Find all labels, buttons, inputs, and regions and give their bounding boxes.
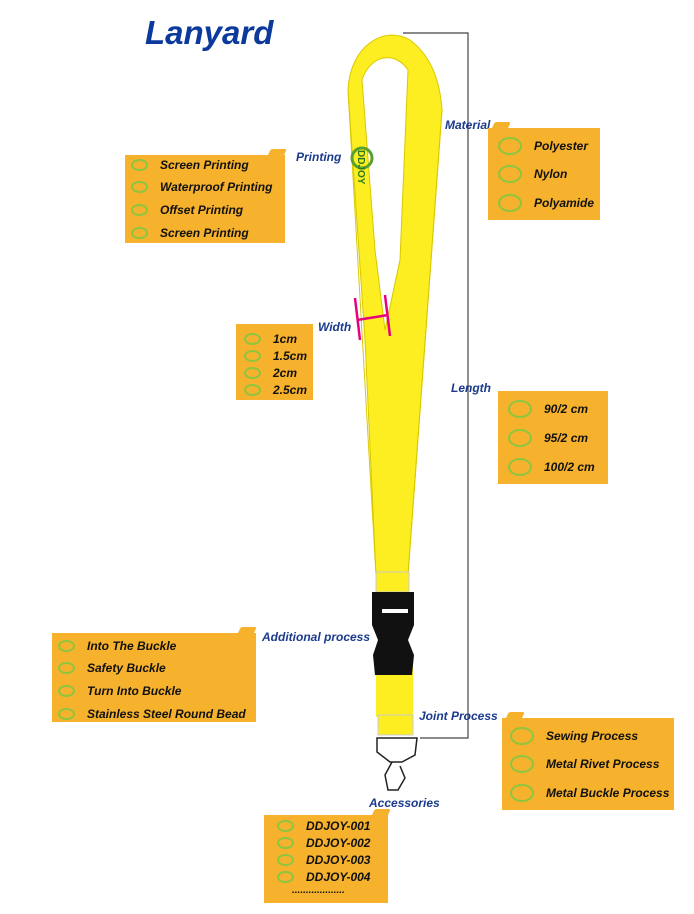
- length-options: 90/2 cm 95/2 cm 100/2 cm: [498, 391, 608, 484]
- radio-icon: [508, 458, 532, 476]
- option[interactable]: Sewing Process: [510, 727, 638, 745]
- option[interactable]: Safety Buckle: [58, 661, 166, 675]
- option[interactable]: Polyester: [498, 137, 588, 155]
- length-label: Length: [451, 381, 491, 395]
- accessories-options: DDJOY-001 DDJOY-002 DDJOY-003 DDJOY-004 …: [264, 809, 391, 903]
- option-label: Stainless Steel Round Bead: [87, 707, 246, 721]
- option-label: Metal Rivet Process: [546, 757, 660, 771]
- option-label: Safety Buckle: [87, 661, 166, 675]
- printing-options: Screen Printing Waterproof Printing Offs…: [125, 149, 287, 243]
- radio-icon: [131, 204, 148, 216]
- option-label: 1.5cm: [273, 349, 308, 363]
- length-bracket: [403, 32, 469, 739]
- radio-icon: [58, 685, 75, 697]
- radio-icon: [244, 384, 261, 396]
- option-label: DDJOY-002: [306, 836, 371, 850]
- option[interactable]: Metal Rivet Process: [510, 755, 659, 773]
- option-label: 2cm: [273, 366, 298, 380]
- option-label: Nylon: [534, 167, 568, 181]
- joint-process-options: Sewing Process Metal Rivet Process Metal…: [502, 712, 674, 810]
- option-label: 95/2 cm: [544, 431, 589, 445]
- option[interactable]: DDJOY-001: [277, 819, 370, 833]
- option[interactable]: DDJOY-004: [277, 870, 370, 884]
- radio-icon: [58, 640, 75, 652]
- option-label: Sewing Process: [546, 729, 639, 743]
- joint-process-label: Joint Process: [419, 709, 498, 723]
- option-label: DDJOY-003: [306, 853, 371, 867]
- radio-icon: [277, 820, 294, 832]
- width-marker: [353, 294, 392, 341]
- option-label: Into The Buckle: [87, 639, 177, 653]
- option-label: DDJOY-004: [306, 870, 371, 884]
- more-dots: ...................: [292, 885, 345, 896]
- option-label: Turn Into Buckle: [87, 684, 182, 698]
- option[interactable]: DDJOY-003: [277, 853, 370, 867]
- option[interactable]: Into The Buckle: [58, 639, 176, 653]
- radio-icon: [131, 159, 148, 171]
- option[interactable]: Screen Printing: [131, 158, 249, 172]
- option-label: 100/2 cm: [544, 460, 595, 474]
- accessories-label: Accessories: [369, 796, 440, 810]
- radio-icon: [508, 429, 532, 447]
- option[interactable]: 1.5cm: [244, 349, 307, 363]
- option-label: Screen Printing: [160, 226, 249, 240]
- option-label: Waterproof Printing: [160, 180, 273, 194]
- option-label: Offset Printing: [160, 203, 244, 217]
- option[interactable]: 90/2 cm: [508, 400, 588, 418]
- option[interactable]: 2.5cm: [244, 383, 307, 397]
- option-label: Screen Printing: [160, 158, 249, 172]
- option-label: Polyamide: [534, 196, 595, 210]
- svg-text:DDJOY: DDJOY: [355, 150, 366, 185]
- hook-icon: [376, 737, 418, 791]
- option[interactable]: Waterproof Printing: [131, 180, 272, 194]
- printing-label: Printing: [296, 150, 342, 164]
- radio-icon: [244, 350, 261, 362]
- width-options: 1cm 1.5cm 2cm 2.5cm: [236, 324, 313, 400]
- radio-icon: [508, 400, 532, 418]
- logo: DDJOY: [350, 146, 374, 185]
- radio-icon: [277, 854, 294, 866]
- radio-icon: [58, 708, 75, 720]
- option[interactable]: Offset Printing: [131, 203, 243, 217]
- radio-icon: [131, 227, 148, 239]
- radio-icon: [510, 727, 534, 745]
- width-label: Width: [318, 320, 352, 334]
- option-label: Metal Buckle Process: [546, 786, 670, 800]
- option[interactable]: Turn Into Buckle: [58, 684, 181, 698]
- additional-process-options: Into The Buckle Safety Buckle Turn Into …: [52, 627, 257, 722]
- radio-icon: [510, 755, 534, 773]
- option[interactable]: 2cm: [244, 366, 297, 380]
- option[interactable]: 95/2 cm: [508, 429, 588, 447]
- option[interactable]: 1cm: [244, 332, 297, 346]
- option-label: 1cm: [273, 332, 298, 346]
- option[interactable]: Metal Buckle Process: [510, 784, 669, 802]
- option-label: Polyester: [534, 139, 589, 153]
- option[interactable]: Stainless Steel Round Bead: [58, 707, 246, 721]
- buckle-icon: [372, 592, 414, 675]
- page-title: Lanyard: [145, 14, 274, 51]
- option-label: DDJOY-001: [306, 819, 371, 833]
- radio-icon: [244, 333, 261, 345]
- option[interactable]: 100/2 cm: [508, 458, 595, 476]
- option[interactable]: Nylon: [498, 165, 567, 183]
- radio-icon: [277, 837, 294, 849]
- radio-icon: [498, 137, 522, 155]
- material-options: Polyester Nylon Polyamide: [488, 122, 600, 220]
- radio-icon: [58, 662, 75, 674]
- radio-icon: [131, 181, 148, 193]
- radio-icon: [244, 367, 261, 379]
- option-label: 2.5cm: [273, 383, 308, 397]
- radio-icon: [498, 194, 522, 212]
- option[interactable]: Screen Printing: [131, 226, 249, 240]
- option[interactable]: Polyamide: [498, 194, 594, 212]
- radio-icon: [510, 784, 534, 802]
- option-label: 90/2 cm: [544, 402, 589, 416]
- radio-icon: [498, 165, 522, 183]
- material-label: Material: [445, 118, 491, 132]
- option[interactable]: DDJOY-002: [277, 836, 370, 850]
- radio-icon: [277, 871, 294, 883]
- additional-process-label: Additional process: [262, 630, 371, 644]
